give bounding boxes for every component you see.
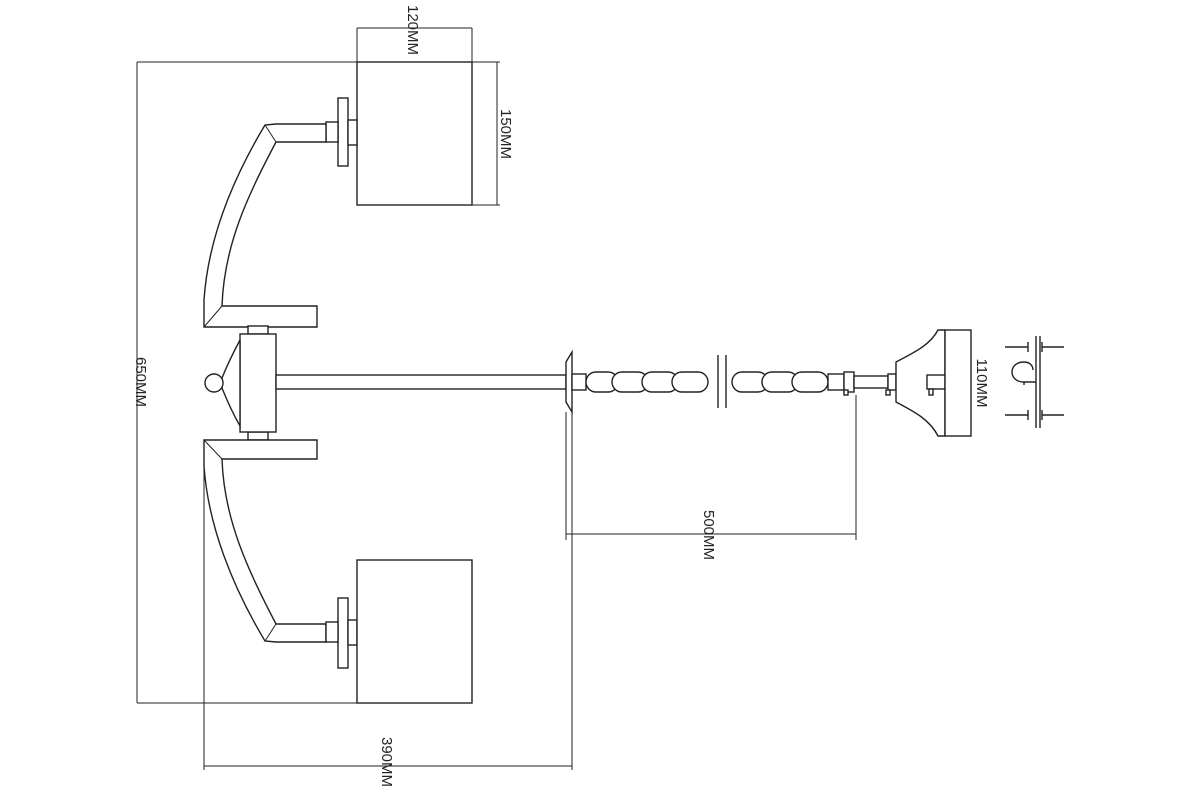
mounting-hardware <box>1005 336 1064 428</box>
top-lamp-shade <box>356 61 473 206</box>
screw-icon <box>1005 342 1029 352</box>
bottom-shade-holder <box>325 597 358 669</box>
shade-width-dimension: 120MM <box>356 5 473 62</box>
shade-width-label: 120MM <box>404 5 421 55</box>
chain-end-fitting <box>827 371 897 396</box>
rod-end-cap <box>565 349 587 415</box>
ceiling-canopy <box>895 329 972 437</box>
chain <box>585 355 829 408</box>
shade-height-dimension: 150MM <box>472 62 514 206</box>
screw-icon <box>1005 410 1029 420</box>
total-height-label: 650MM <box>132 357 149 407</box>
chain-length-label: 500MM <box>700 510 717 560</box>
ceiling-hook-icon <box>1011 361 1036 385</box>
top-shade-holder <box>325 97 358 167</box>
bottom-lamp-shade <box>356 559 473 704</box>
total-height-dimension: 650MM <box>132 61 500 704</box>
canopy-diameter-dimension: 110MM <box>973 359 990 408</box>
chain-length-dimension: 500MM <box>565 395 857 560</box>
top-curved-arm <box>203 123 327 328</box>
canopy-diameter-label: 110MM <box>973 359 990 408</box>
screw-icon <box>1041 410 1064 420</box>
total-depth-label: 390MM <box>378 737 395 787</box>
center-rod <box>275 374 567 390</box>
total-depth-dimension: 390MM <box>203 412 573 787</box>
screw-icon <box>1041 342 1064 352</box>
central-body <box>204 325 277 441</box>
bottom-curved-arm <box>203 439 327 643</box>
shade-height-label: 150MM <box>497 109 514 159</box>
